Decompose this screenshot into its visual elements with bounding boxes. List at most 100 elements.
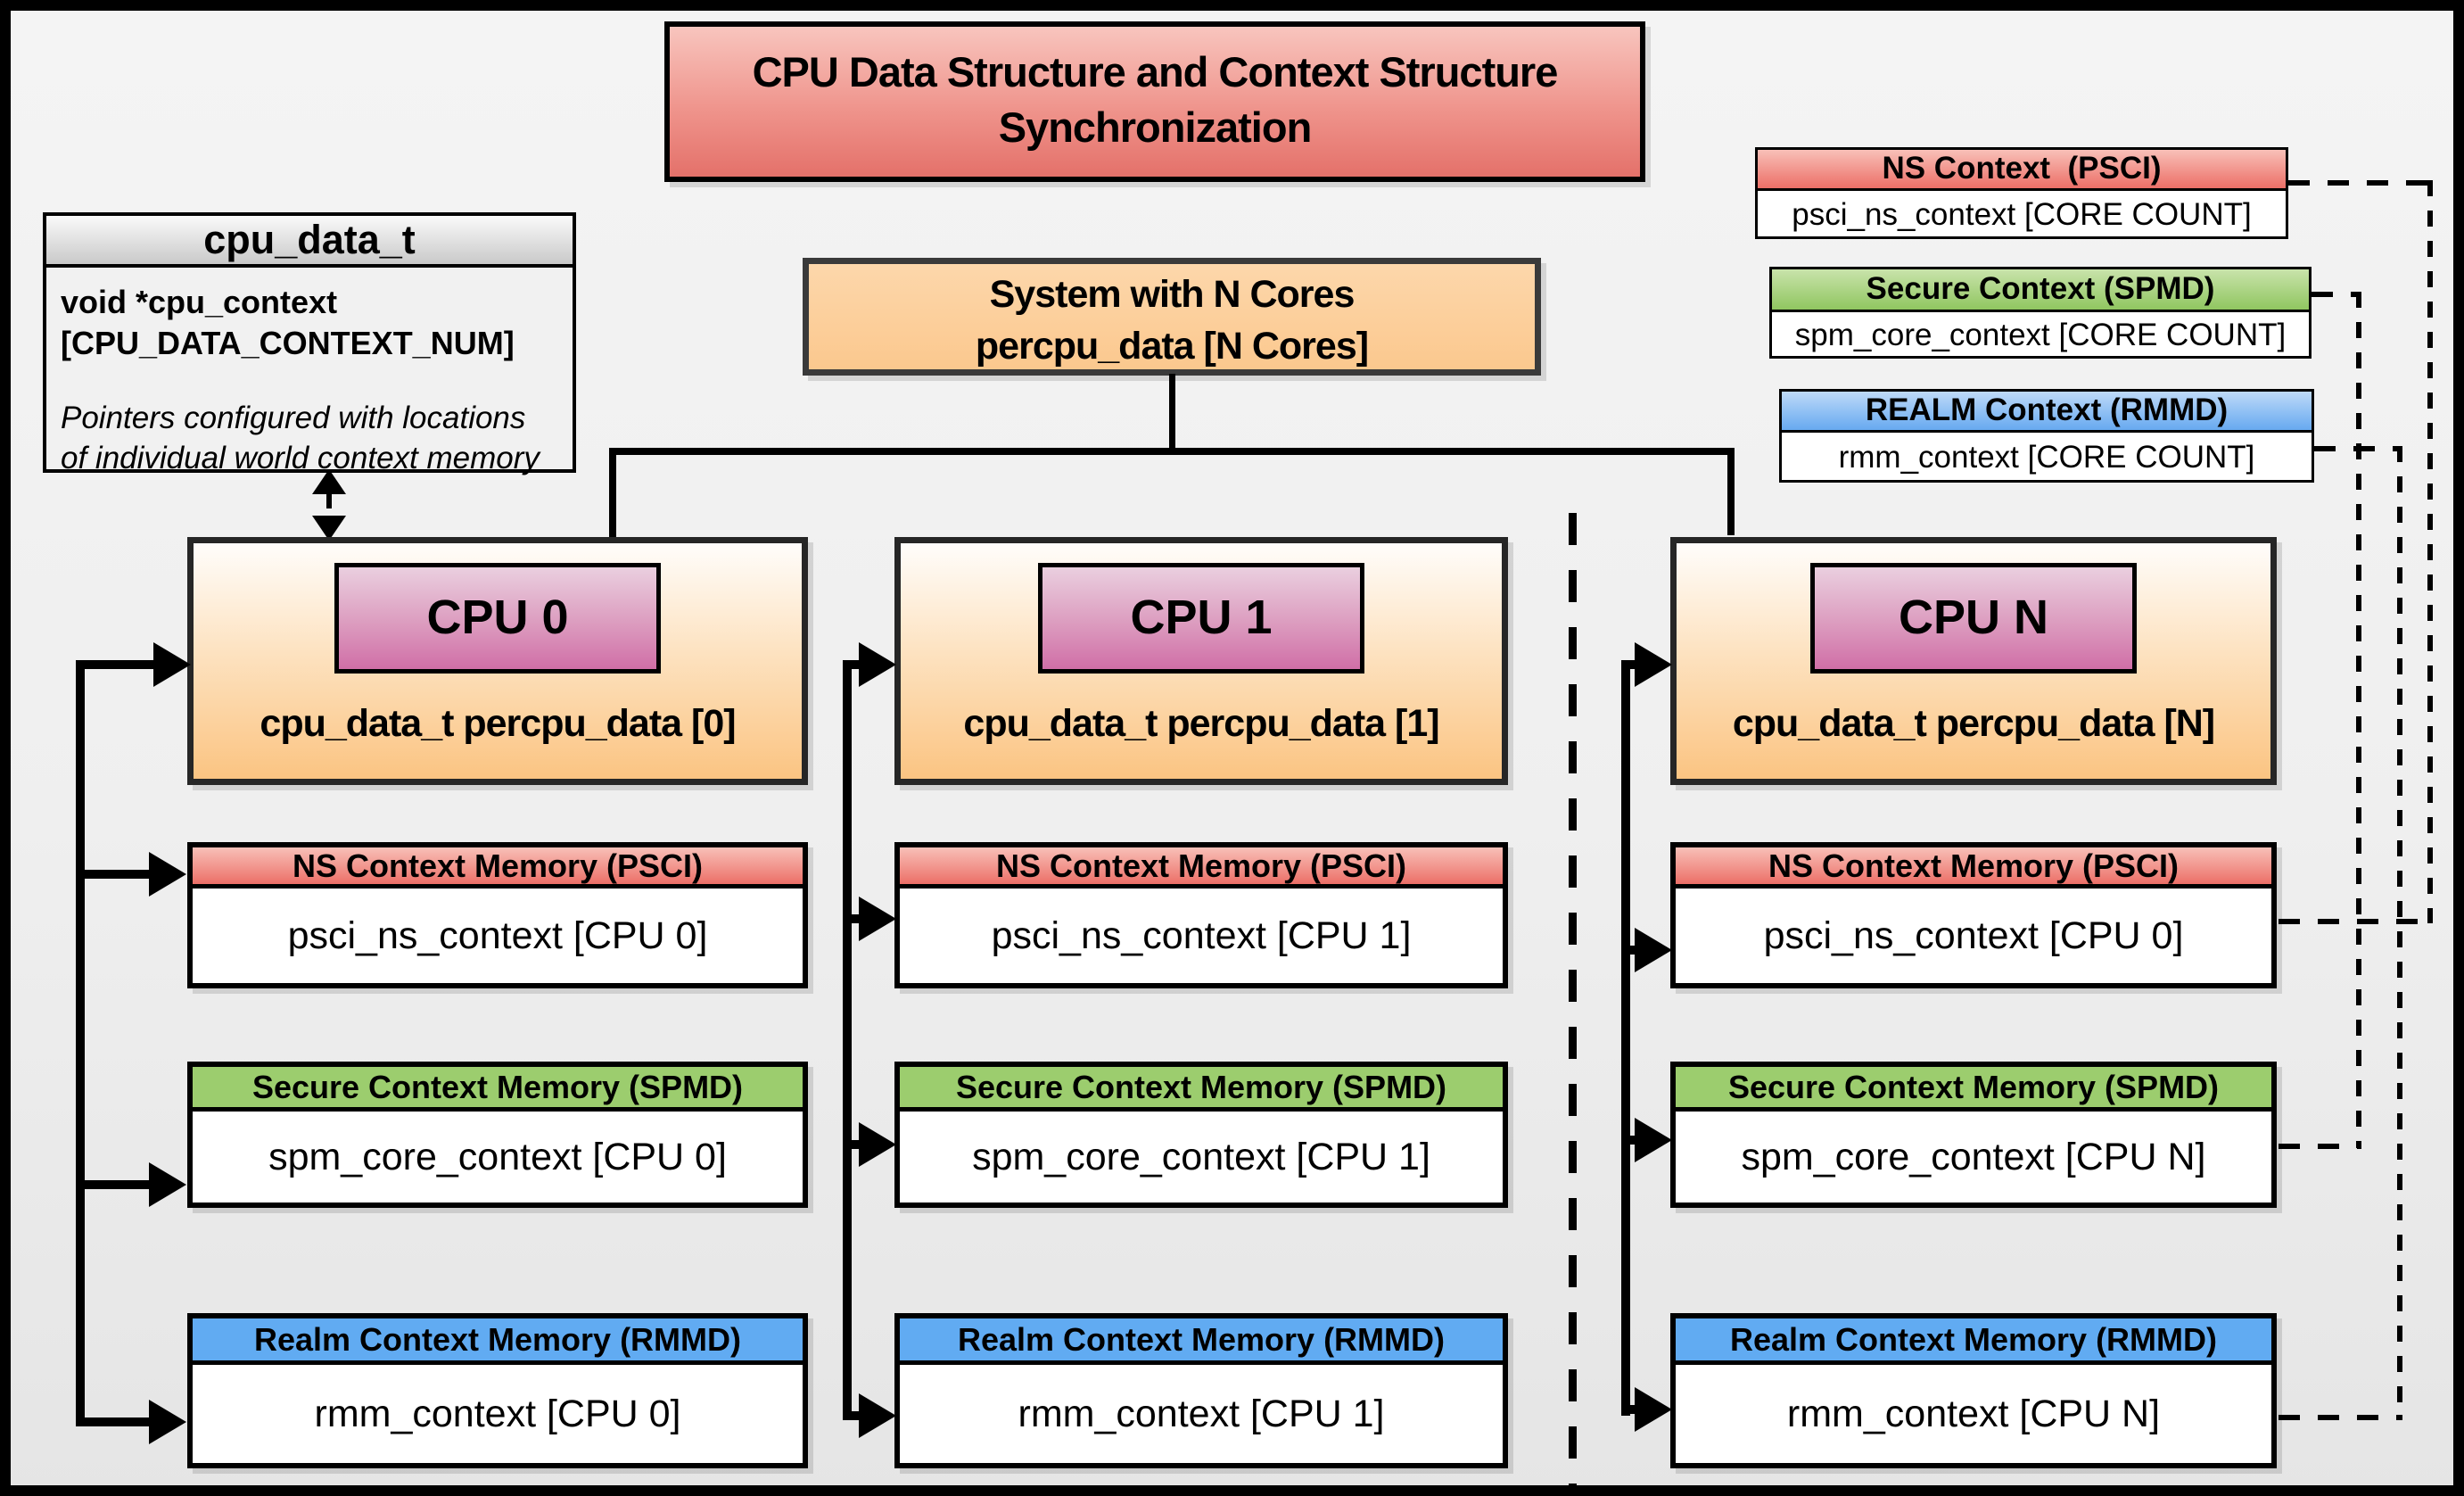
secure-memory-header-1: Secure Context Memory (SPMD) <box>900 1067 1503 1112</box>
arrowhead-right-icon <box>149 852 186 897</box>
realm-memory-box-0: Realm Context Memory (RMMD) rmm_context … <box>187 1313 808 1468</box>
title-line1: CPU Data Structure and Context Structure <box>752 48 1559 95</box>
legend-secure-box: Secure Context (SPMD) spm_core_context [… <box>1769 267 2312 359</box>
bus-branch-realm-n <box>1621 1405 1644 1414</box>
secure-memory-header-n: Secure Context Memory (SPMD) <box>1676 1067 2271 1112</box>
legend-secure-dash-bottom <box>2279 1144 2361 1149</box>
legend-secure-body: spm_core_context [CORE COUNT] <box>1794 318 2287 352</box>
legend-realm-dash-bottom <box>2279 1415 2402 1420</box>
legend-realm-header: REALM Context (RMMD) <box>1782 392 2312 433</box>
legend-realm-box: REALM Context (RMMD) rmm_context [CORE C… <box>1779 389 2314 483</box>
ns-memory-box-n: NS Context Memory (PSCI) psci_ns_context… <box>1670 842 2277 988</box>
system-line1: System with N Cores <box>989 273 1356 316</box>
arrowhead-down-icon <box>312 516 346 541</box>
cpu-data-t-body: void *cpu_context [CPU_DATA_CONTEXT_NUM]… <box>46 268 573 478</box>
arrowhead-right-icon <box>1635 642 1672 687</box>
cpu-box-n: CPU N cpu_data_t percpu_data [N] <box>1670 537 2277 785</box>
realm-memory-box-1: Realm Context Memory (RMMD) rmm_context … <box>894 1313 1508 1468</box>
secure-memory-box-n: Secure Context Memory (SPMD) spm_core_co… <box>1670 1062 2277 1208</box>
cpu-data-label-n: cpu_data_t percpu_data [N] <box>1732 702 2215 745</box>
realm-memory-box-n: Realm Context Memory (RMMD) rmm_context … <box>1670 1313 2277 1468</box>
arrowhead-right-icon <box>859 642 896 687</box>
cpu-context-field-line2: [CPU_DATA_CONTEXT_NUM] <box>61 325 515 361</box>
tree-drop-left-line <box>609 448 616 537</box>
legend-realm-dash-top <box>2314 446 2402 451</box>
bus-branch-cpu-n <box>1621 660 1644 669</box>
secure-memory-body-0: spm_core_context [CPU 0] <box>268 1135 727 1178</box>
bus-branch-realm-1 <box>843 1411 865 1420</box>
arrowhead-right-icon <box>149 1162 186 1207</box>
legend-ns-dash-top <box>2288 180 2433 186</box>
secure-memory-body-1: spm_core_context [CPU 1] <box>972 1135 1430 1178</box>
tree-horizontal-line <box>609 448 1735 455</box>
realm-memory-body-1: rmm_context [CPU 1] <box>1018 1392 1385 1435</box>
cpu-data-t-header: cpu_data_t <box>46 216 573 268</box>
bus-branch-ns-1 <box>843 914 865 923</box>
legend-ns-body: psci_ns_context [CORE COUNT] <box>1792 197 2252 232</box>
secure-memory-body-n: spm_core_context [CPU N] <box>1741 1135 2206 1178</box>
cpu-data-t-box: cpu_data_t void *cpu_context [CPU_DATA_C… <box>43 212 576 475</box>
bus-branch-cpu-0 <box>76 660 158 669</box>
realm-memory-body-n: rmm_context [CPU N] <box>1786 1392 2161 1435</box>
bus-branch-secure-0 <box>76 1180 153 1189</box>
ns-memory-body-0: psci_ns_context [CPU 0] <box>287 913 708 957</box>
cpu-data-t-note: Pointers configured with locations of in… <box>61 398 558 478</box>
cpu-box-1: CPU 1 cpu_data_t percpu_data [1] <box>894 537 1508 785</box>
ns-memory-body-1: psci_ns_context [CPU 1] <box>991 913 1412 957</box>
legend-ns-box: NS Context (PSCI) psci_ns_context [CORE … <box>1755 147 2288 239</box>
tree-drop-right-line <box>1727 448 1735 535</box>
legend-ns-header: NS Context (PSCI) <box>1758 150 2286 191</box>
system-line2: percpu_data [N Cores] <box>975 325 1369 368</box>
cpu-label-n: CPU N <box>1810 563 2137 674</box>
realm-memory-header-0: Realm Context Memory (RMMD) <box>193 1318 803 1365</box>
bus-branch-ns-0 <box>76 870 153 879</box>
arrowhead-right-icon <box>859 1122 896 1167</box>
ns-memory-box-1: NS Context Memory (PSCI) psci_ns_context… <box>894 842 1508 988</box>
ns-memory-box-0: NS Context Memory (PSCI) psci_ns_context… <box>187 842 808 988</box>
bus-branch-secure-1 <box>843 1140 865 1149</box>
note-line1: Pointers configured with locations <box>61 401 526 435</box>
ns-memory-header-n: NS Context Memory (PSCI) <box>1676 847 2271 889</box>
cpu-label-1: CPU 1 <box>1038 563 1364 674</box>
arrowhead-right-icon <box>1635 928 1672 972</box>
bus-branch-ns-n <box>1621 946 1644 955</box>
realm-memory-body-0: rmm_context [CPU 0] <box>314 1392 681 1435</box>
cpu-context-field-line1: void *cpu_context <box>61 284 338 320</box>
arrowhead-right-icon <box>1635 1118 1672 1162</box>
arrowhead-right-icon <box>1635 1387 1672 1432</box>
secure-memory-box-1: Secure Context Memory (SPMD) spm_core_co… <box>894 1062 1508 1208</box>
cpu-data-label-1: cpu_data_t percpu_data [1] <box>963 702 1439 745</box>
bus-line-n <box>1621 660 1630 1416</box>
ns-memory-header-0: NS Context Memory (PSCI) <box>193 847 803 889</box>
bus-branch-secure-n <box>1621 1136 1644 1145</box>
realm-memory-header-n: Realm Context Memory (RMMD) <box>1676 1318 2271 1365</box>
legend-ns-dash-bottom <box>2279 919 2433 924</box>
cpu-box-0: CPU 0 cpu_data_t percpu_data [0] <box>187 537 808 785</box>
arrowhead-right-icon <box>859 1393 896 1438</box>
bus-branch-realm-0 <box>76 1417 153 1426</box>
legend-secure-dash-vertical <box>2356 292 2361 1148</box>
cpu-label-0: CPU 0 <box>334 563 661 674</box>
system-box: System with N Cores percpu_data [N Cores… <box>803 258 1541 376</box>
cpu-data-label-0: cpu_data_t percpu_data [0] <box>260 702 736 745</box>
legend-secure-header: Secure Context (SPMD) <box>1772 269 2309 312</box>
legend-realm-dash-vertical <box>2397 446 2402 1418</box>
arrowhead-right-icon <box>149 1400 186 1444</box>
legend-realm-body: rmm_context [CORE COUNT] <box>1838 440 2255 475</box>
system-drop-line <box>1169 374 1175 452</box>
arrowhead-right-icon <box>859 897 896 941</box>
note-line2: of individual world context memory <box>61 441 540 475</box>
bus-line-1 <box>843 660 852 1420</box>
title-line2: Synchronization <box>998 103 1313 151</box>
secure-memory-header-0: Secure Context Memory (SPMD) <box>193 1067 803 1112</box>
arrowhead-up-icon <box>312 469 346 494</box>
arrowhead-right-icon <box>153 642 191 687</box>
legend-secure-dash-top <box>2312 292 2361 297</box>
cpu-data-t-link-dashed-line <box>326 492 332 523</box>
bus-line-0 <box>76 660 85 1426</box>
legend-ns-dash-vertical <box>2427 180 2433 923</box>
bus-branch-cpu-1 <box>843 660 865 669</box>
realm-memory-header-1: Realm Context Memory (RMMD) <box>900 1318 1503 1365</box>
secure-memory-box-0: Secure Context Memory (SPMD) spm_core_co… <box>187 1062 808 1208</box>
